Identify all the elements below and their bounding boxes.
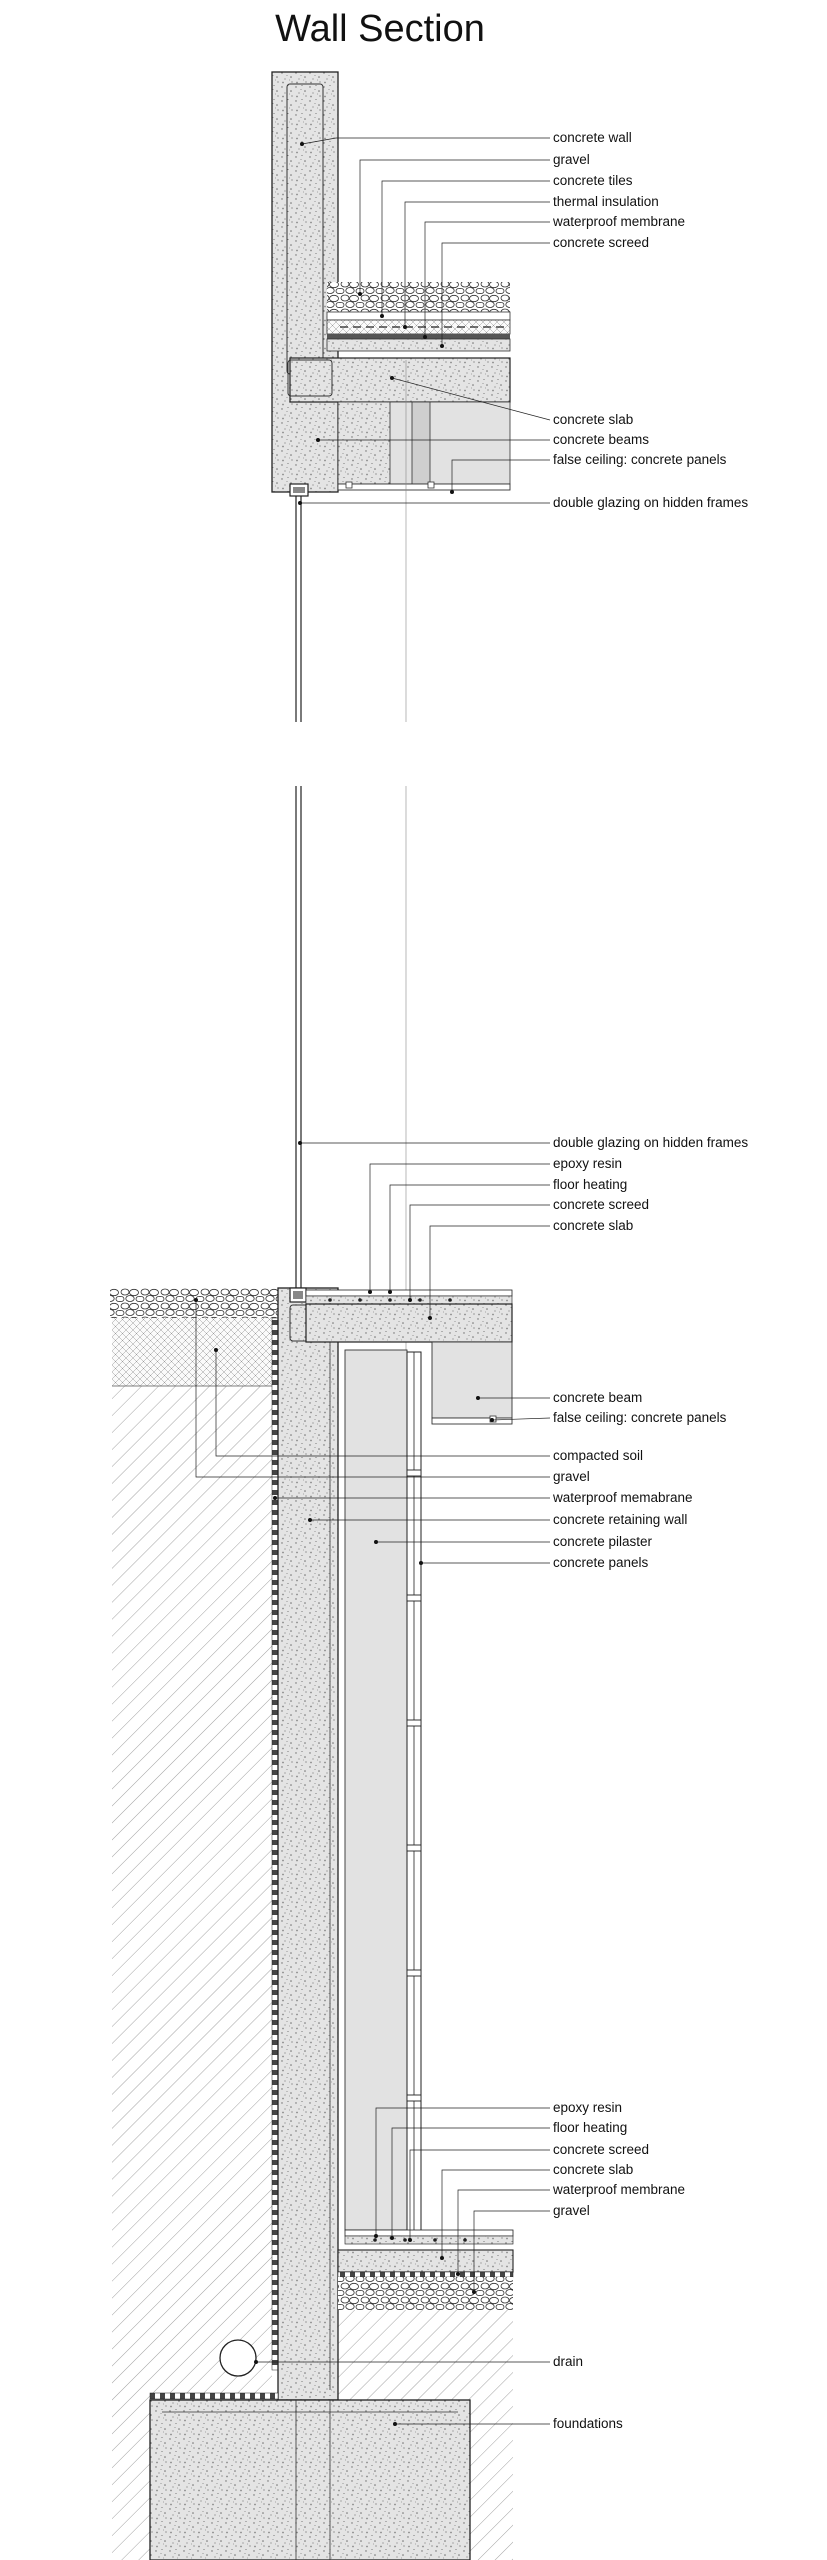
label-concrete-screed: concrete screed <box>553 1197 650 1212</box>
label-false-ceiling: false ceiling: concrete panels <box>553 452 727 467</box>
label-concrete-retaining-wall: concrete retaining wall <box>553 1512 688 1527</box>
roof-section <box>271 71 511 722</box>
roof-false-ceiling <box>337 483 511 491</box>
label-concrete-wall: concrete wall <box>553 130 632 145</box>
label-concrete-screed: concrete screed <box>553 2142 650 2157</box>
concrete-beam <box>431 1341 513 1419</box>
label-epoxy-resin: epoxy resin <box>553 1156 623 1171</box>
label-waterproof-membrane: waterproof membrane <box>553 214 686 229</box>
drain-pipe <box>219 2339 257 2377</box>
label-concrete-tiles: concrete tiles <box>553 173 633 188</box>
label-concrete-panels: concrete panels <box>553 1555 649 1570</box>
label-floor-heating: floor heating <box>553 2120 628 2135</box>
label-gravel: gravel <box>553 1469 590 1484</box>
label-concrete-beams: concrete beams <box>553 432 650 447</box>
concrete-retaining-wall <box>277 1287 339 2401</box>
label-waterproof-membrane: waterproof memabrane <box>553 1490 693 1505</box>
foundations <box>149 2399 471 2560</box>
label-drain: drain <box>553 2354 584 2369</box>
ground-floor-slab <box>305 1303 513 1343</box>
label-double-glazing: double glazing on hidden frames <box>553 1135 749 1150</box>
roof-tiles <box>326 311 511 321</box>
basement-gravel <box>338 2277 513 2310</box>
label-gravel: gravel <box>553 152 590 167</box>
label-concrete-pilaster: concrete pilaster <box>553 1534 653 1549</box>
roof-gravel <box>327 282 510 312</box>
label-gravel: gravel <box>553 2203 590 2218</box>
label-epoxy-resin: epoxy resin <box>553 2100 623 2115</box>
label-foundations: foundations <box>553 2416 623 2431</box>
label-concrete-slab: concrete slab <box>553 2162 634 2177</box>
label-compacted-soil: compacted soil <box>553 1448 644 1463</box>
label-thermal-insulation: thermal insulation <box>553 194 659 209</box>
label-concrete-slab: concrete slab <box>553 1218 634 1233</box>
leader-lines <box>195 137 551 2425</box>
label-waterproof-membrane: waterproof membrane <box>553 2182 686 2197</box>
ground-gravel <box>110 1288 286 1318</box>
basement-section <box>110 1287 514 2560</box>
compacted-soil <box>112 1318 272 1386</box>
label-concrete-slab: concrete slab <box>553 412 634 427</box>
leader-dots <box>194 142 494 2426</box>
soil-hatch <box>112 1385 272 2560</box>
label-concrete-screed: concrete screed <box>553 235 650 250</box>
label-double-glazing: double glazing on hidden frames <box>553 495 749 510</box>
roof-screed <box>326 338 511 352</box>
roof-slab <box>289 357 511 403</box>
label-floor-heating: floor heating <box>553 1177 628 1192</box>
basement-slab <box>337 2249 514 2273</box>
label-concrete-beam: concrete beam <box>553 1390 643 1405</box>
drawing-title: Wall Section <box>275 8 485 50</box>
label-false-ceiling: false ceiling: concrete panels <box>553 1410 727 1425</box>
glazing-middle <box>295 786 407 1355</box>
concrete-pilaster <box>344 1349 408 2231</box>
